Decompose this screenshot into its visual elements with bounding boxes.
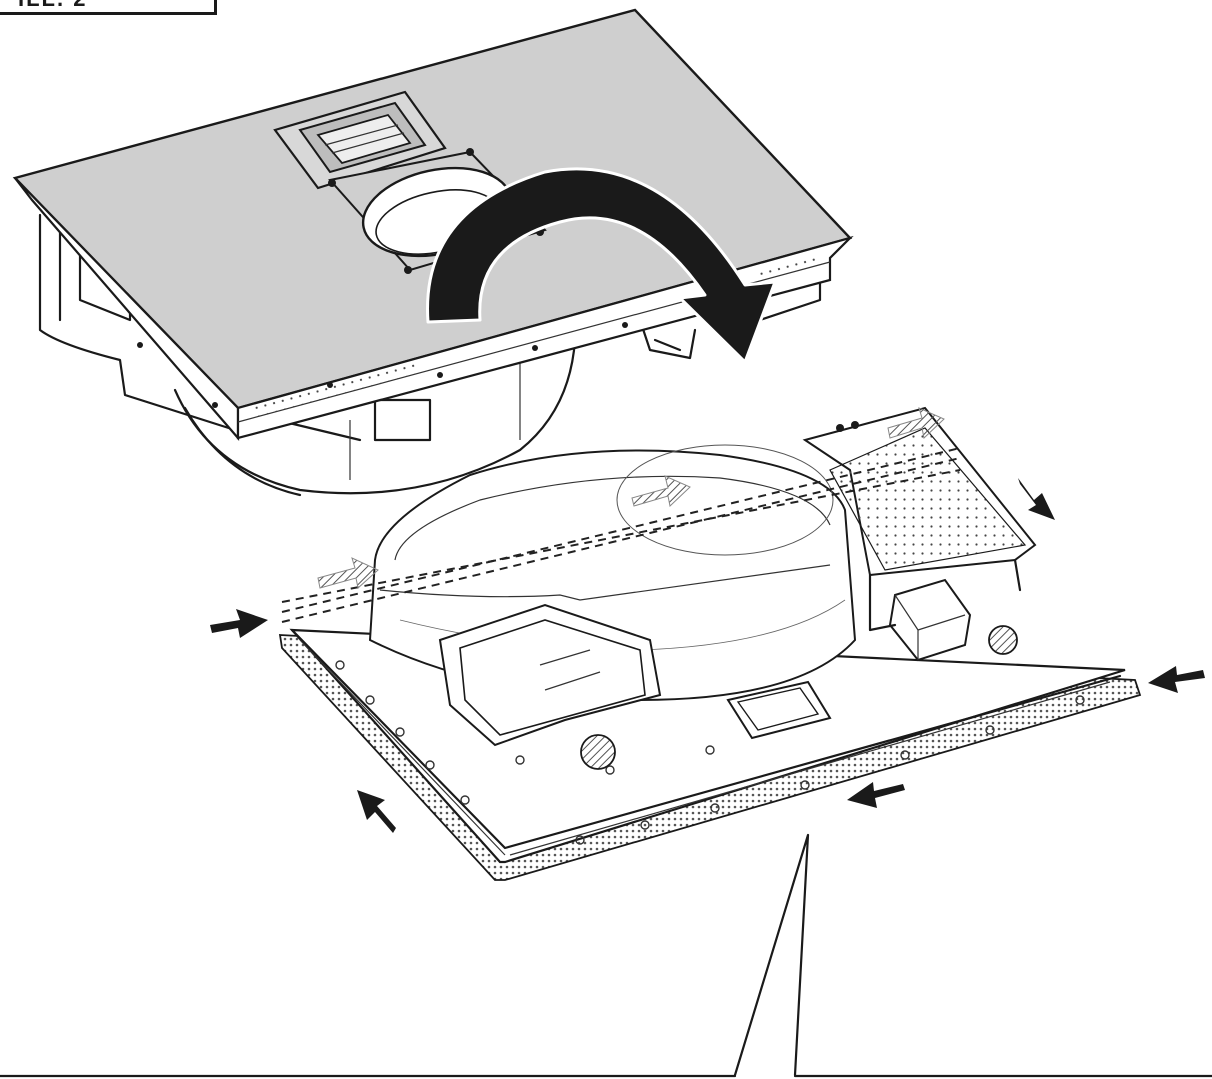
vent-strip-right [757, 254, 819, 279]
outlet-duct [438, 603, 662, 747]
guide-line-3 [281, 469, 961, 603]
hob-top-unit [12, 8, 854, 497]
impeller-outline [616, 444, 834, 556]
slide-arrow-icon [317, 407, 945, 589]
vent-grille-right [988, 625, 1018, 655]
rotate-arrow-icon [426, 167, 777, 364]
power-module [888, 578, 972, 662]
leader-line [0, 833, 1212, 1078]
figure-label-box: ILL. 2 [0, 0, 217, 15]
guide-line-2 [281, 447, 961, 613]
vent-strip-front [250, 364, 417, 418]
base-unit [278, 406, 1142, 881]
hob-foot-right [638, 318, 697, 360]
push-arrow-icon [210, 478, 1205, 833]
hob-body-window [373, 398, 432, 442]
hob-body-left [38, 213, 362, 442]
guide-line-1 [281, 457, 961, 623]
blower-housing-curve [173, 338, 577, 495]
vent-grille-front [580, 734, 616, 770]
figure-label: ILL. 2 [18, 0, 87, 12]
